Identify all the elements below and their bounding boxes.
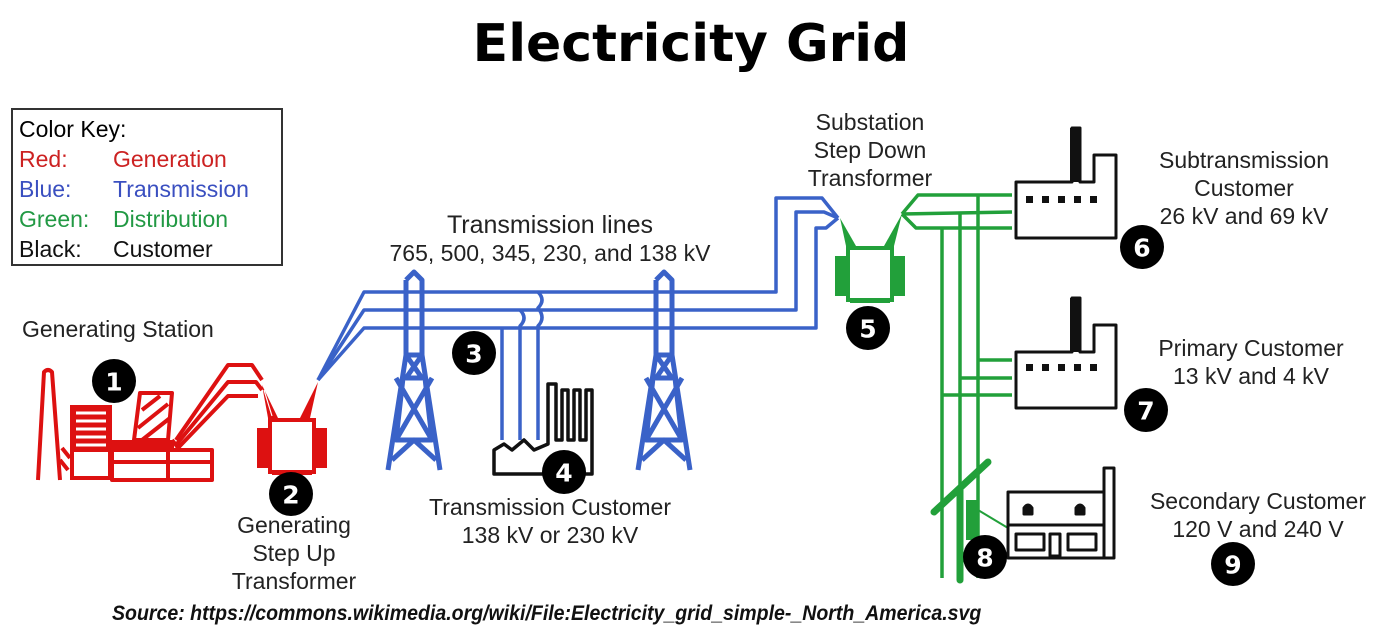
color-key-row-black: Black: Customer — [19, 234, 281, 264]
label-line: 120 V and 240 V — [1172, 516, 1344, 542]
label-line: 26 kV and 69 kV — [1159, 203, 1329, 229]
badge-7: 7 — [1124, 388, 1168, 432]
badge-number: 2 — [282, 481, 299, 510]
badge-number: 7 — [1137, 397, 1154, 426]
label-line: 138 kV or 230 kV — [461, 522, 639, 548]
color-key-value: Customer — [113, 236, 213, 262]
color-key-value: Distribution — [113, 206, 229, 232]
label-line: Step Up — [252, 540, 336, 566]
color-key-label: Green: — [19, 206, 90, 232]
subtransmission-customer-icon — [1014, 126, 1118, 240]
step-up-transformer-icon — [257, 382, 327, 475]
badge-number: 3 — [465, 340, 482, 369]
badge-8: 8 — [963, 535, 1007, 579]
color-key-row-blue: Blue: Transmission — [19, 174, 281, 204]
color-key-label: Red: — [19, 146, 68, 172]
label-transmission-customer: Transmission Customer 138 kV or 230 kV — [400, 493, 700, 549]
badge-number: 4 — [555, 459, 572, 488]
label-transmission-lines: Transmission lines 765, 500, 345, 230, a… — [350, 211, 750, 267]
transmission-lines — [316, 196, 840, 440]
label-line: Transformer — [231, 568, 357, 594]
badge-number: 1 — [105, 368, 122, 397]
label-generating-station: Generating Station — [22, 316, 214, 342]
color-key-row-green: Green: Distribution — [19, 204, 281, 234]
page-title: Electricity Grid — [472, 14, 910, 74]
badge-number: 9 — [1224, 551, 1241, 580]
badge-5: 5 — [846, 306, 890, 350]
color-key-row-red: Red: Generation — [19, 144, 281, 174]
label-line: Transmission lines — [446, 211, 654, 239]
badge-2: 2 — [269, 472, 313, 516]
label-line: Generating — [237, 512, 351, 538]
label-substation-transformer: Substation Step Down Transformer — [790, 108, 950, 192]
label-line: Step Down — [813, 137, 927, 163]
badge-3: 3 — [452, 331, 496, 375]
label-subtransmission-customer: Subtransmission Customer 26 kV and 69 kV — [1134, 146, 1354, 230]
label-line: Transmission Customer — [429, 494, 671, 520]
source-citation: Source: https://commons.wikimedia.org/wi… — [112, 602, 982, 625]
label-secondary-customer: Secondary Customer 120 V and 240 V — [1126, 487, 1390, 543]
label-line: Substation — [815, 109, 925, 135]
color-key: Color Key: Red: Generation Blue: Transmiss… — [11, 108, 283, 266]
badge-1: 1 — [92, 359, 136, 403]
badge-6: 6 — [1120, 225, 1164, 269]
label-line: 13 kV and 4 kV — [1173, 363, 1329, 389]
label-line: Primary Customer — [1158, 335, 1344, 361]
label-line: Secondary Customer — [1149, 488, 1367, 514]
transmission-tower-icon — [635, 269, 693, 471]
color-key-value: Transmission — [113, 176, 249, 202]
color-key-value: Generation — [113, 146, 227, 172]
transmission-tower-icon — [385, 269, 443, 471]
generating-station-icon — [36, 363, 264, 482]
step-down-transformer-icon — [835, 214, 905, 303]
color-key-label: Black: — [19, 236, 82, 262]
badge-9: 9 — [1211, 542, 1255, 586]
label-step-up-transformer: Generating Step Up Transformer — [214, 511, 374, 595]
label-line: 765, 500, 345, 230, and 138 kV — [389, 240, 711, 266]
label-primary-customer: Primary Customer 13 kV and 4 kV — [1134, 334, 1368, 390]
badge-number: 6 — [1133, 234, 1150, 263]
badge-number: 8 — [976, 544, 993, 573]
color-key-heading: Color Key: — [19, 116, 127, 142]
label-line: Subtransmission — [1158, 147, 1330, 173]
color-key-label: Blue: — [19, 176, 72, 202]
label-line: Customer — [1194, 175, 1294, 201]
distribution-pole-icon — [930, 458, 1009, 584]
badge-4: 4 — [542, 450, 586, 494]
badge-number: 5 — [859, 315, 876, 344]
secondary-customer-icon — [1006, 466, 1116, 560]
distribution-lines — [900, 193, 1013, 578]
transmission-customer-icon — [492, 382, 594, 476]
label-line: Transformer — [807, 165, 933, 191]
primary-customer-icon — [1014, 296, 1118, 410]
